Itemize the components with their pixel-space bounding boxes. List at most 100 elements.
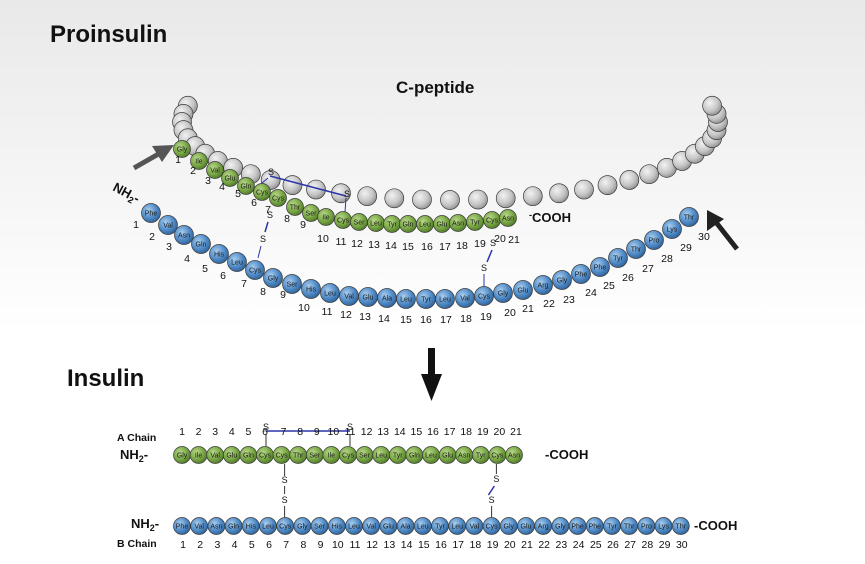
pro-b-residue: Ala <box>377 288 397 308</box>
pro-b-residue-bead <box>474 286 494 306</box>
insulin-b-number: 9 <box>318 539 324 551</box>
insulin-b-number: 25 <box>590 539 602 551</box>
insulin-b-residue-label: Leu <box>348 523 360 530</box>
insulin-a-residue-label: Asn <box>508 452 520 459</box>
insulin-b-residue: Cys <box>482 517 501 535</box>
pro-a-number: 14 <box>385 240 397 252</box>
insulin-b-number: 5 <box>249 539 255 551</box>
pro-b-residue: His <box>301 279 321 299</box>
insulin-b-number: 22 <box>538 539 550 551</box>
c-peptide-residue <box>495 188 516 209</box>
pro-b-number: 22 <box>543 298 555 310</box>
pro-a-residue: Ser <box>302 204 320 222</box>
c-peptide-residue <box>549 183 569 204</box>
pro-b-residue-label: Ala <box>382 295 392 302</box>
insulin-a-residue: Val <box>206 446 225 464</box>
insulin-b-number: 14 <box>401 539 413 551</box>
insulin-b-residue-label: Leu <box>262 523 274 530</box>
insulin-b-residue-label: Tyr <box>435 523 445 530</box>
insulin-a-residue: Ile <box>322 446 341 464</box>
insulin-b-residue: Cys <box>276 517 295 535</box>
pro-a-residue: Tyr <box>383 215 401 233</box>
insulin-b-number: 13 <box>384 539 396 551</box>
insulin-b-residue-label: Asn <box>210 523 222 530</box>
pro-b-residue-label: Asn <box>178 232 190 239</box>
pro-b-residue: Thr <box>679 207 699 227</box>
pro-a-residue-label: Cys <box>486 217 499 224</box>
insulin-b-residue-label: His <box>332 523 343 530</box>
insulin-b-residue-label: Glu <box>521 523 532 530</box>
pro-a-number: 4 <box>219 181 225 193</box>
insulin-b-residue-label: Gln <box>228 523 239 530</box>
pro-a-residue-bead <box>499 209 517 227</box>
insulin-b-residue: Tyr <box>431 517 449 535</box>
insulin-a-number: 8 <box>297 426 303 438</box>
pro-b-residue-label: Leu <box>439 296 451 303</box>
insulin-a-number: 4 <box>229 426 235 438</box>
pro-a-number: 13 <box>368 239 380 251</box>
insulin-a-residue: Cys <box>488 446 507 464</box>
pro-a-number: 2 <box>190 165 196 177</box>
insulin-a-number: 17 <box>444 426 456 438</box>
c-peptide-residue-bead <box>549 183 569 204</box>
pro-b-number: 9 <box>280 289 286 301</box>
pro-b-residue-bead <box>263 268 283 288</box>
c-peptide-residue-bead <box>412 189 432 210</box>
pro-b-residue-label: Phe <box>575 271 588 278</box>
pro-b-residue: Leu <box>396 289 416 309</box>
pro-b-residue-bead <box>644 230 664 250</box>
pro-b-residue: Glu <box>358 287 378 307</box>
pro-b-number: 12 <box>340 309 352 321</box>
pro-a-number: 16 <box>421 241 433 253</box>
pro-b-number: 29 <box>680 242 692 254</box>
insulin-b-residue: Arg <box>534 517 553 535</box>
pro-b-residue-bead <box>571 264 591 284</box>
c-peptide-residue <box>468 189 488 210</box>
insulin-b-residue-label: His <box>246 523 257 530</box>
insulin-a-residue: Thr <box>289 446 308 464</box>
pro-inter-bond-stub <box>257 245 262 259</box>
pro-b-residue: Arg <box>533 275 553 295</box>
insulin-b-residue-label: Cys <box>486 523 499 530</box>
insulin-a-residue-label: Ser <box>309 452 321 459</box>
pro-b-residue-bead <box>552 270 572 290</box>
pro-b-residue: Leu <box>320 283 340 303</box>
pro-a-residue-label: Leu <box>419 221 431 228</box>
c-peptide-residue-bead <box>574 179 594 200</box>
insulin-a-cooh-label: -COOH <box>545 447 588 462</box>
insulin-b-residue-label: Ala <box>401 523 411 530</box>
insulin-a-residue-label: Glu <box>442 452 453 459</box>
pro-b-number: 28 <box>661 253 673 265</box>
pro-a-residue-label: Glu <box>225 175 236 182</box>
pro-a-residue-label: Asn <box>502 215 514 222</box>
pro-b-residue: Gly <box>552 270 572 290</box>
insulin-b-residue: Tyr <box>603 517 621 535</box>
pro-b-number: 7 <box>241 278 247 290</box>
pro-b-number: 4 <box>184 253 190 265</box>
pro-a-number: 1 <box>175 154 181 166</box>
insulin-a-number: 12 <box>361 426 373 438</box>
pro-b-residue: Tyr <box>416 289 436 309</box>
pro-b-number: 6 <box>220 270 226 282</box>
c-peptide-residue-bead <box>357 186 378 207</box>
insulin-inter-sulfur: S <box>282 495 288 505</box>
insulin-b-residue-label: Phe <box>571 523 584 530</box>
c-peptide-residue-bead <box>702 95 722 116</box>
pro-b-number: 18 <box>460 313 472 325</box>
insulin-b-residue: Leu <box>448 517 467 535</box>
pro-a-residue: Gln <box>399 215 417 233</box>
insulin-b-number: 2 <box>197 539 203 551</box>
c-peptide-residue <box>522 186 543 207</box>
c-peptide-residue <box>574 179 594 200</box>
insulin-a-residue-label: Tyr <box>476 452 486 459</box>
pro-b-number: 10 <box>298 302 310 314</box>
insulin-a-residue: Gln <box>239 446 258 464</box>
insulin-b-residue-label: Tyr <box>607 523 617 530</box>
c-peptide-residue-bead <box>639 164 660 185</box>
